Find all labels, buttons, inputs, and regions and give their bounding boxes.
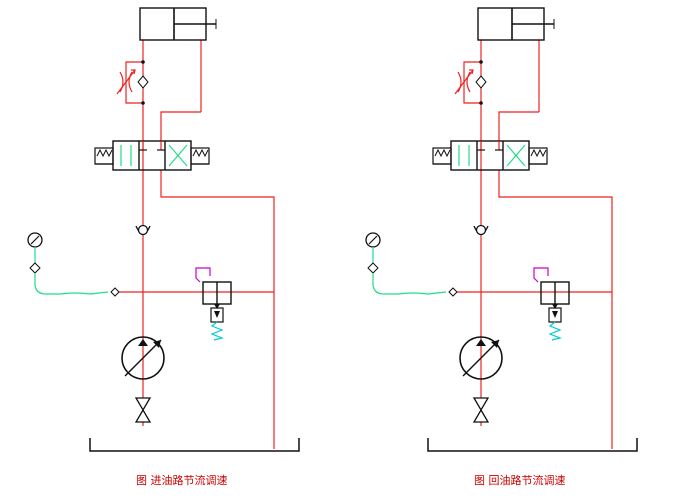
throttle-valve (454, 69, 474, 95)
throttle-valve (116, 69, 136, 95)
stop-valve (134, 397, 152, 423)
diagram-caption: 图 回油路节流调速 (474, 473, 566, 487)
directional-valve (432, 140, 548, 171)
hydraulic-pump (459, 336, 503, 380)
directional-valve (94, 140, 210, 171)
oil-lines (119, 40, 275, 449)
check-valve (473, 224, 489, 236)
circuit-2: 图 回油路节流调速 (365, 7, 638, 487)
oil-tank (427, 438, 638, 452)
check-valve-throttle (137, 60, 149, 105)
stop-valve (472, 397, 490, 423)
relief-valve (195, 267, 232, 341)
diagram-caption: 图 进油路节流调速 (136, 473, 228, 487)
oil-lines (457, 40, 613, 449)
oil-tank (89, 438, 300, 452)
hydraulic-cylinder (139, 7, 217, 41)
circuit-1: 图 进油路节流调速 (27, 7, 300, 487)
relief-valve (533, 267, 570, 341)
check-valve-throttle (475, 60, 487, 105)
pressure-gauge (27, 232, 120, 297)
pressure-gauge (365, 232, 458, 297)
hydraulic-pump (121, 336, 165, 380)
check-valve (135, 224, 151, 236)
hydraulic-cylinder (477, 7, 555, 41)
